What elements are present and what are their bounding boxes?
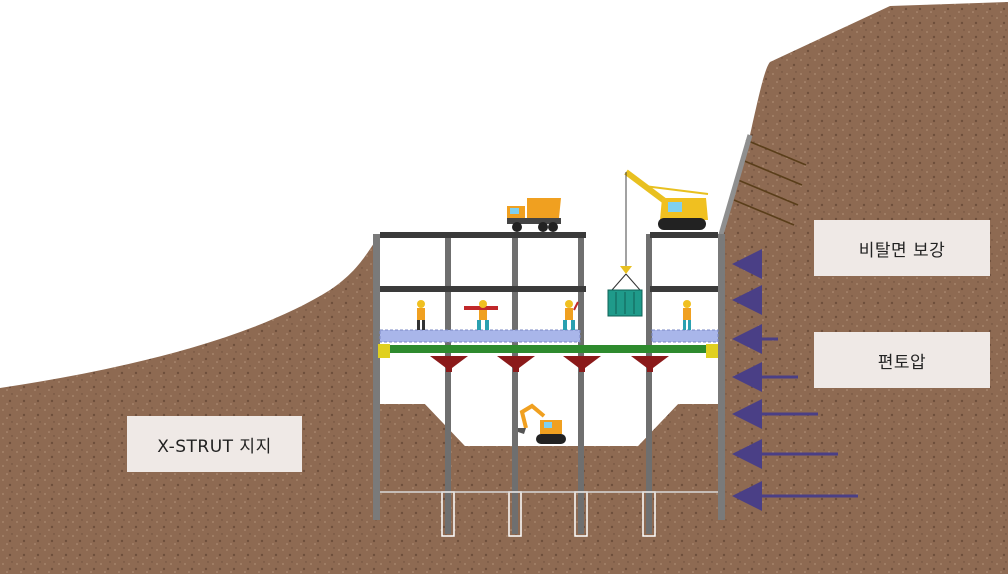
- deck-beams: [380, 232, 718, 292]
- deck-walkway: [379, 329, 719, 343]
- crawler-crane-icon: [620, 169, 709, 274]
- container-icon: [607, 273, 643, 317]
- label-slope-reinforcement: 비탈면 보강: [814, 220, 990, 276]
- x-struts: [430, 356, 669, 372]
- excavation-floor-soil: [378, 404, 720, 574]
- label-x-strut-support: X-STRUT 지지: [127, 416, 302, 472]
- ground-anchor-icon: [733, 139, 807, 226]
- wale-bracket-right: [706, 344, 718, 358]
- inner-piles: [380, 234, 718, 537]
- soil-mass: [0, 238, 378, 574]
- soil-mass-right: [720, 2, 1008, 574]
- wale-bracket-left: [378, 344, 390, 358]
- worker-icon: [464, 300, 498, 330]
- slope-facing: [717, 134, 753, 239]
- worker-icon: [417, 300, 425, 330]
- earth-pressure-arrows: [732, 249, 858, 511]
- label-unbalanced-earth-pressure: 편토압: [814, 332, 990, 388]
- dump-truck-icon: [507, 198, 561, 232]
- worker-icon: [563, 300, 579, 330]
- retaining-wall-left: [373, 234, 380, 520]
- worker-icon: [683, 300, 691, 330]
- retaining-wall-right: [718, 234, 725, 520]
- excavator-icon: [518, 403, 566, 444]
- wale-beam: [388, 345, 710, 353]
